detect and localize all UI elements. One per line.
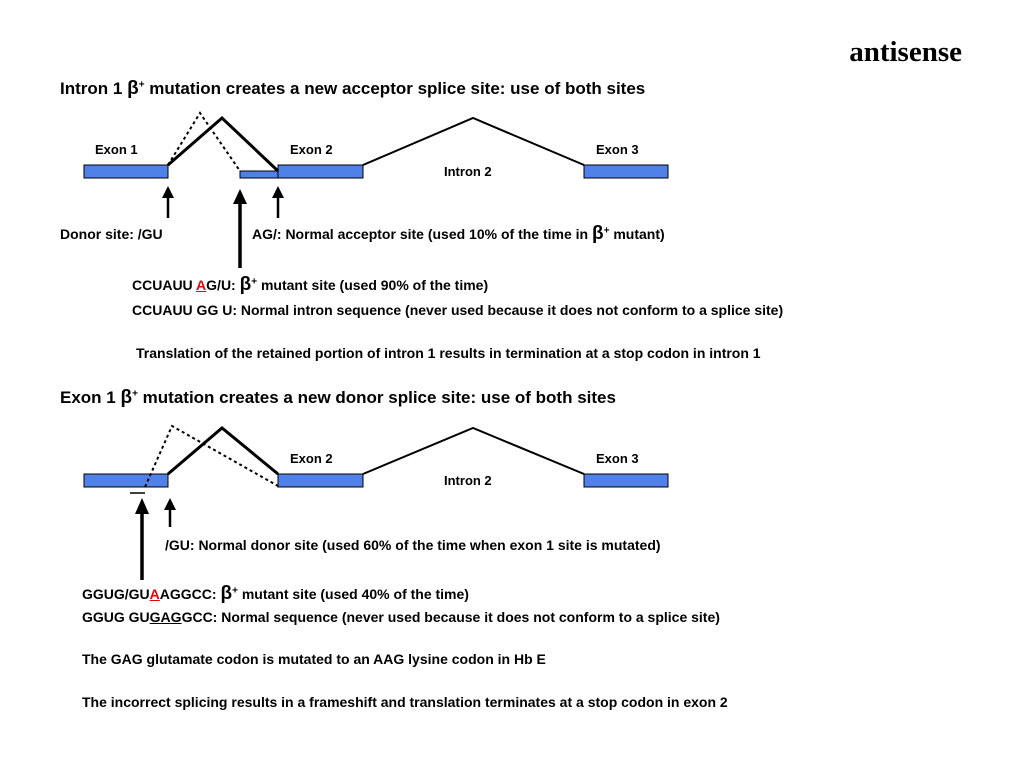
section2-intron2-label: Intron 2 (444, 473, 492, 488)
section1-exon1-label: Exon 1 (95, 142, 138, 157)
section1-retained-intron-box (239, 170, 279, 179)
section2-note-frameshift: The incorrect splicing results in a fram… (82, 694, 728, 710)
section2-solid-splice (167, 426, 279, 476)
section2-heading-post: mutation creates a new donor splice site… (142, 388, 616, 407)
section1-exon3-box (583, 164, 669, 179)
section1-heading-post: mutation creates a new acceptor splice s… (149, 79, 646, 98)
mutated-base: A (196, 277, 207, 293)
mutated-base: A (149, 586, 160, 602)
plus-superscript: + (232, 585, 238, 597)
section2-normal-sequence: GGUG GUGAGGCC: Normal sequence (never us… (82, 609, 720, 625)
section1-intron2-line (362, 116, 585, 166)
mutant-site-description: mutant site (used 90% of the time) (260, 277, 489, 293)
section2-exon2-box (277, 473, 364, 488)
section2-note-hbe: The GAG glutamate codon is mutated to an… (82, 651, 546, 667)
plus-superscript: + (138, 79, 145, 91)
gag-codon: GAG (149, 609, 182, 625)
section2-intron2-line (362, 426, 585, 475)
section2-exon3-box (583, 473, 669, 488)
beta-symbol: β (120, 387, 133, 408)
section1-solid-splice (167, 115, 280, 173)
section1-mutant-acceptor-arrow (233, 189, 247, 268)
section1-exon2-box (277, 164, 364, 179)
section2-exon1-box (83, 473, 169, 488)
beta-symbol: β (127, 78, 139, 99)
normal-donor-label: /GU: Normal donor site (used 60% of the … (165, 537, 661, 553)
sequence-prefix: GGUG GU (82, 609, 150, 625)
sequence-suffix: AGGCC: (159, 586, 217, 602)
corner-title: antisense (849, 36, 962, 68)
section1-normal-sequence: CCUAUU GG U: Normal intron sequence (nev… (132, 302, 784, 318)
normal-acceptor-label: AG/: Normal acceptor site (used 10% of t… (252, 223, 665, 245)
sequence-prefix: CCUAUU (132, 277, 197, 293)
section2-mutant-sequence: GGUG/GUAAGGCC: β+ mutant site (used 40% … (82, 583, 469, 605)
beta-symbol: β (591, 223, 604, 244)
section1-exon1-box (83, 164, 169, 179)
sequence-suffix: GCC: Normal sequence (never used because… (181, 609, 720, 625)
beta-symbol: β (220, 583, 233, 604)
section2-dotted-splice (144, 424, 279, 488)
section2-mutant-donor-arrow (135, 498, 149, 580)
plus-superscript: + (603, 225, 610, 237)
section1-mutant-sequence: CCUAUU AG/U: β+ mutant site (used 90% of… (132, 274, 488, 296)
section1-exon3-label: Exon 3 (596, 142, 639, 157)
section1-translation-note: Translation of the retained portion of i… (136, 345, 761, 361)
acceptor-text-post: mutant) (613, 226, 665, 242)
section1-normal-acceptor-arrow (272, 186, 284, 218)
acceptor-text-pre: AG/: Normal acceptor site (used 10% of t… (252, 226, 589, 242)
section1-dotted-splice (167, 111, 241, 172)
plus-superscript: + (251, 276, 258, 288)
section2-normal-donor-arrow (164, 498, 176, 527)
mutant-site-description: mutant site (used 40% of the time) (241, 586, 469, 602)
section1-heading: Intron 1 β+ mutation creates a new accep… (60, 78, 645, 100)
section1-intron2-label: Intron 2 (444, 164, 492, 179)
sequence-suffix: G/U: (206, 277, 236, 293)
section2-exon2-label: Exon 2 (290, 451, 333, 466)
section1-exon2-label: Exon 2 (290, 142, 333, 157)
sequence-prefix: GGUG/GU (82, 586, 150, 602)
donor-site-label: Donor site: /GU (60, 226, 163, 242)
section2-exon3-label: Exon 3 (596, 451, 639, 466)
section2-heading: Exon 1 β+ mutation creates a new donor s… (60, 387, 616, 409)
section1-heading-pre: Intron 1 (60, 79, 123, 98)
beta-symbol: β (239, 274, 252, 295)
section1-donor-arrow (162, 186, 174, 218)
plus-superscript: + (132, 388, 138, 400)
section2-heading-pre: Exon 1 (60, 388, 116, 407)
